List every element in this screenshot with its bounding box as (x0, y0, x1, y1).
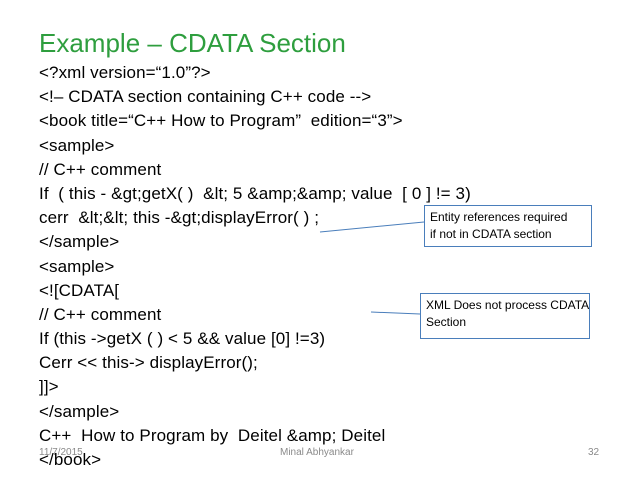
code-line: </book> (39, 450, 102, 469)
callout-connector-line (370, 311, 421, 315)
code-line: // C++ comment (39, 304, 162, 324)
code-line: Cerr << this-> displayError(); (39, 353, 258, 373)
code-line: cerr &lt;&lt; this -&gt;displayError( ) … (39, 208, 320, 228)
footer-date: 11/7/2015 (39, 447, 83, 458)
code-line: ]]> (39, 377, 59, 397)
callout-text: Section (426, 315, 467, 329)
code-line: // C++ comment (39, 159, 162, 179)
code-line: <?xml version=“1.0”?> (39, 63, 211, 82)
code-line: <sample> (39, 256, 115, 276)
callout-text: if not in CDATA section (430, 227, 552, 241)
code-line: <!– CDATA section containing C++ code --… (39, 87, 372, 107)
code-line: <![CDATA[ (39, 280, 120, 300)
slide-title: Example – CDATA Section (39, 28, 346, 58)
callout-text: XML Does not process CDATA (426, 298, 590, 312)
code-line: C++ How to Program by Deitel &amp; Deite… (39, 425, 386, 445)
callout-entity-references: Entity references required if not in CDA… (424, 205, 592, 247)
code-line: </sample> (39, 232, 120, 252)
callout-cdata-note: XML Does not process CDATA Section (420, 293, 590, 339)
code-line: <sample> (39, 135, 115, 155)
page-number: 32 (588, 447, 600, 458)
code-line: </sample> (39, 401, 120, 421)
code-line: If ( this - &gt;getX( ) &lt; 5 &amp;&amp… (39, 183, 471, 203)
footer-author: Minal Abhyankar (280, 447, 354, 458)
code-lines: <?xml version=“1.0”?> <!– CDATA section … (39, 61, 471, 472)
code-line: If (this ->getX ( ) < 5 && value [0] !=3… (39, 329, 326, 349)
callout-connector-line (319, 221, 425, 233)
callout-text: Entity references required (430, 210, 568, 224)
code-line: <book title=“C++ How to Program” edition… (39, 111, 403, 131)
